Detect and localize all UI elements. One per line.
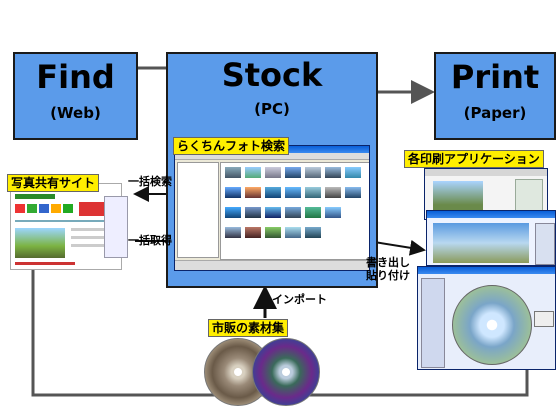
rakuchin-label: らくちんフォト検索 [173,137,290,155]
photo-sharing-label: 写真共有サイト [7,174,100,192]
find-block: Find (Web) [13,52,138,140]
paste-label: 貼り付け [366,269,410,282]
stock-title: Stock [221,56,323,94]
print-apps-label: 各印刷アプリケーション [404,150,544,168]
print-app-window-front [417,266,556,370]
print-subtitle: (Paper) [463,104,527,122]
stock-subtitle: (PC) [254,100,290,118]
photo-sharing-screenshot [10,183,122,270]
print-block: Print (Paper) [434,52,556,140]
print-title: Print [450,58,540,96]
import-label: インポート [272,293,327,306]
bulk-search-label: 一括検索 [128,175,172,188]
write-out-label: 書き出し [366,256,410,269]
find-subtitle: (Web) [50,104,101,122]
cd-label-disc [452,285,532,365]
material-cd-2 [252,338,320,406]
thumbnail-grid [220,162,369,260]
photo-sharing-side-window [104,196,128,258]
bulk-get-label: 一括取得 [128,234,172,247]
print-app-window-mid [426,210,556,266]
material-collection-label: 市販の素材集 [208,319,289,337]
find-title: Find [36,58,115,96]
rakuchin-window [174,145,370,271]
folder-tree [177,162,219,258]
